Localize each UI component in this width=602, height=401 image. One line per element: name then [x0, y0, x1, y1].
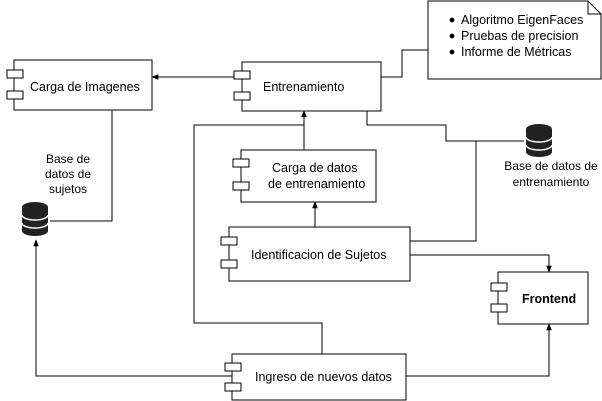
edge-entrenamiento-to-db-entrenamiento — [366, 111, 524, 142]
component-identificacion[interactable]: Identificacion de Sujetos — [220, 226, 411, 282]
note-item: Informe de Métricas — [461, 45, 571, 59]
edge-entrenamiento-to-note — [381, 49, 428, 78]
database-icon — [21, 202, 49, 236]
component-frontend[interactable]: Frontend — [490, 271, 589, 325]
connectors — [33, 49, 552, 377]
component-port-icon — [233, 70, 251, 80]
component-port-icon — [490, 303, 508, 313]
note-item: Pruebas de precision — [461, 29, 578, 43]
edge-ingreso-to-db-sujetos — [33, 239, 232, 377]
edge-carga-imagenes-to-db-sujetos — [50, 110, 113, 222]
component-port-icon — [490, 282, 508, 292]
component-port-icon — [220, 259, 238, 269]
database-label-sujetos: sujetos — [49, 182, 87, 196]
note-bullet — [449, 33, 455, 39]
database-sujetos[interactable]: Base de datos de sujetos — [21, 152, 91, 236]
edge-ingreso-to-frontend — [406, 323, 552, 377]
component-label-carga-datos: Carga de datos — [272, 161, 357, 175]
component-carga-imagenes[interactable]: Carga de Imagenes — [6, 59, 153, 111]
component-port-icon — [6, 69, 24, 79]
component-label-ingreso: Ingreso de nuevos datos — [255, 370, 392, 384]
component-port-icon — [220, 236, 238, 246]
note-algoritmos: Algoritmo EigenFaces Pruebas de precisio… — [427, 0, 602, 80]
component-port-icon — [224, 382, 242, 392]
database-entrenamiento[interactable]: Base de datos de entrenamiento — [504, 124, 598, 189]
note-bullet — [449, 49, 455, 55]
component-label-identificacion: Identificacion de Sujetos — [251, 248, 387, 262]
component-label-carga-datos: de entrenamiento — [268, 177, 365, 191]
component-port-icon — [233, 91, 251, 101]
component-port-icon — [232, 181, 250, 191]
component-entrenamiento[interactable]: Entrenamiento — [233, 61, 382, 112]
note-item: Algoritmo EigenFaces — [461, 13, 583, 27]
component-port-icon — [224, 362, 242, 372]
database-label-entrenamiento: Base de datos de — [504, 159, 598, 173]
database-icon — [525, 124, 553, 157]
database-label-sujetos: datos de — [45, 167, 91, 181]
component-carga-datos[interactable]: Carga de datos de entrenamiento — [232, 149, 377, 203]
note-bullet — [449, 17, 455, 23]
component-label-entrenamiento: Entrenamiento — [263, 80, 344, 94]
component-port-icon — [232, 158, 250, 168]
component-label-frontend: Frontend — [522, 292, 576, 306]
database-label-entrenamiento: entrenamiento — [513, 175, 590, 189]
database-label-sujetos: Base de — [46, 152, 90, 166]
edge-ingreso-to-entrenamiento — [193, 124, 323, 354]
component-port-icon — [6, 90, 24, 100]
edge-identificacion-to-frontend — [410, 254, 552, 273]
component-ingreso[interactable]: Ingreso de nuevos datos — [224, 353, 407, 401]
edge-identificacion-to-db-entrenamiento — [410, 140, 524, 242]
component-label-carga-imagenes: Carga de Imagenes — [30, 80, 140, 94]
